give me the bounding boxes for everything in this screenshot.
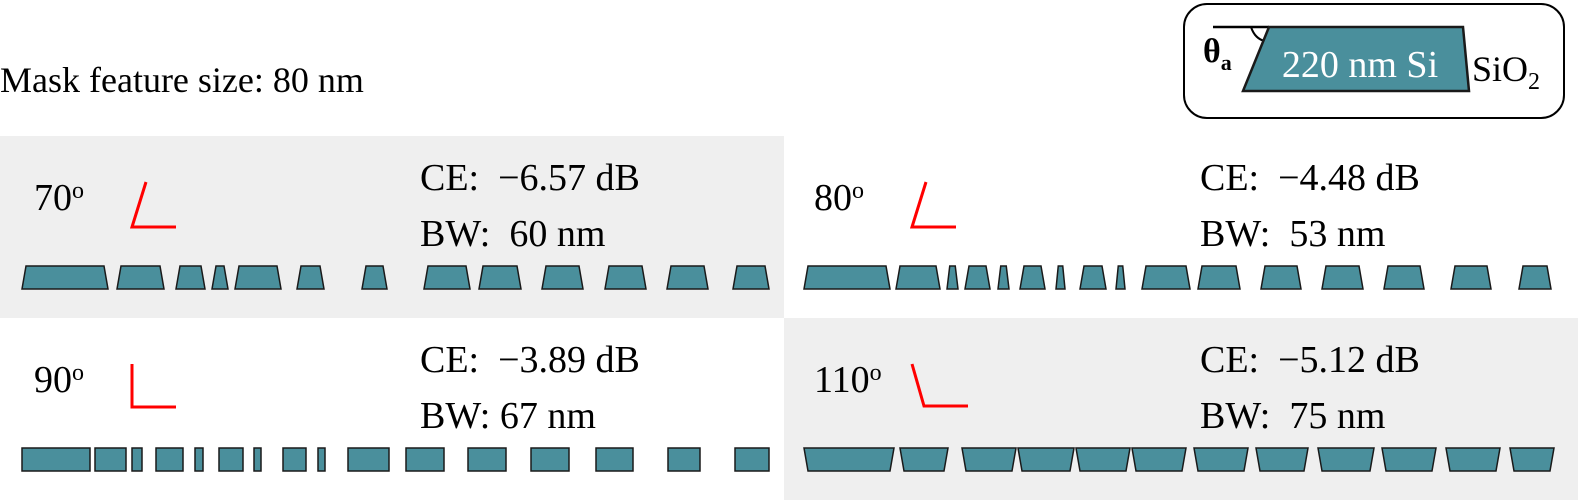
panel-70deg: 70o CE: −6.57 dB BW: 60 nm: [0, 136, 784, 318]
grating-segment: [1141, 265, 1191, 290]
grating-segment: [1079, 265, 1107, 290]
bandwidth-label: BW: 53 nm: [1200, 213, 1386, 255]
grating-segment: [595, 447, 634, 472]
grating-segment: [1075, 447, 1131, 472]
grating-segment: [1383, 265, 1425, 290]
panel-110deg: 110o CE: −5.12 dB BW: 75 nm: [784, 318, 1578, 500]
coupling-efficiency-label: CE: −3.89 dB: [420, 339, 640, 381]
angle-label: 90o: [34, 359, 84, 401]
grating-segment: [218, 447, 244, 472]
grating-segment: [667, 447, 701, 472]
grating-segment: [1255, 447, 1309, 472]
sidewall-angle-icon: [130, 364, 176, 409]
angle-label: 110o: [814, 359, 882, 401]
sidewall-angle-icon: [909, 181, 956, 229]
grating-segment: [194, 447, 204, 472]
angle-label: 70o: [34, 177, 84, 219]
grating-segment: [1131, 447, 1187, 472]
grating-segment: [946, 265, 959, 290]
grating-segment: [1317, 447, 1375, 472]
mask-feature-title: Mask feature size: 80 nm: [0, 60, 364, 100]
grating-segment: [296, 265, 325, 290]
grating-segment: [1509, 447, 1555, 472]
grating-segment: [21, 265, 109, 290]
grating-segment: [478, 265, 522, 290]
grating-segment: [423, 265, 471, 290]
grating-segments: [803, 265, 1552, 290]
theta-a-label: θa: [1203, 33, 1232, 75]
grating-segment: [234, 265, 282, 290]
bandwidth-label: BW: 60 nm: [420, 213, 606, 255]
sidewall-angle-inset: θa 220 nm Si SiO2: [1183, 3, 1565, 119]
grating-segment: [1260, 265, 1302, 290]
grating-segment: [1017, 447, 1075, 472]
grating-segment: [530, 447, 570, 472]
grating-segment: [317, 447, 326, 472]
si-waveguide-trapezoid: [1241, 25, 1471, 93]
grating-segment: [155, 447, 184, 472]
grating-segment: [21, 447, 91, 472]
grating-segment: [734, 447, 770, 472]
grating-segment: [1019, 265, 1046, 290]
grating-segment: [282, 447, 307, 472]
grating-segment: [541, 265, 584, 290]
grating-segment: [175, 265, 206, 290]
grating-segment: [803, 265, 891, 290]
sidewall-angle-icon: [910, 363, 968, 408]
grating-segment: [961, 447, 1017, 472]
grating-segment: [94, 447, 127, 472]
grating-segment: [1055, 265, 1066, 290]
panel-90deg: 90o CE: −3.89 dB BW: 67 nm: [0, 318, 784, 500]
grating-segment: [131, 447, 143, 472]
sidewall-angle-icon: [129, 181, 176, 229]
bandwidth-label: BW: 67 nm: [420, 395, 596, 437]
grating-segment: [361, 265, 388, 290]
sio2-label: SiO2: [1472, 49, 1541, 95]
grating-segments: [21, 265, 770, 290]
grating-segment: [997, 265, 1010, 290]
grating-segment: [732, 265, 770, 290]
grating-segment: [253, 447, 262, 472]
grating-segment: [1450, 265, 1492, 290]
panel-80deg: 80o CE: −4.48 dB BW: 53 nm: [784, 136, 1578, 318]
grating-segment: [405, 447, 445, 472]
grating-segments: [21, 447, 770, 472]
grating-segment: [1115, 265, 1126, 290]
coupling-efficiency-label: CE: −5.12 dB: [1200, 339, 1420, 381]
grating-segment: [116, 265, 165, 290]
grating-segment: [211, 265, 229, 290]
si-layer-label: 220 nm Si: [1281, 44, 1439, 86]
grating-segments: [803, 447, 1555, 472]
grating-segment: [1518, 265, 1552, 290]
grating-segment: [666, 265, 709, 290]
grating-segment: [604, 265, 647, 290]
grating-segment: [964, 265, 991, 290]
grating-segment: [1445, 447, 1501, 472]
grating-segment: [347, 447, 390, 472]
grating-segment: [1197, 265, 1241, 290]
grating-segment: [1193, 447, 1249, 472]
grating-segment: [1321, 265, 1364, 290]
grating-segment: [467, 447, 507, 472]
grating-segment: [1381, 447, 1437, 472]
grating-segment: [803, 447, 895, 472]
angle-label: 80o: [814, 177, 864, 219]
inset-drawing: [1213, 25, 1471, 93]
bandwidth-label: BW: 75 nm: [1200, 395, 1386, 437]
grating-segment: [895, 265, 941, 290]
coupling-efficiency-label: CE: −6.57 dB: [420, 157, 640, 199]
grating-segment: [899, 447, 949, 472]
coupling-efficiency-label: CE: −4.48 dB: [1200, 157, 1420, 199]
